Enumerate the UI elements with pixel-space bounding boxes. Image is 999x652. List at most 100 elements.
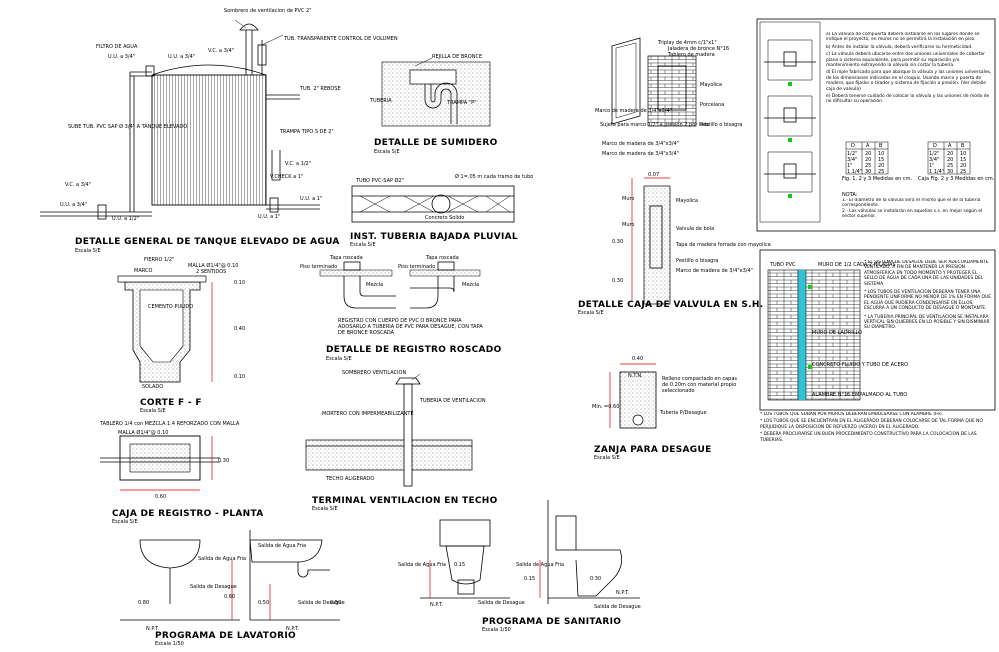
registro-planta-label: MALLA Ø1/4"@ 0.10 <box>118 429 168 436</box>
valve-table-1: D A B 1/2" 20 10 3/4" 20 15 1" 25 20 1 1… <box>842 141 913 182</box>
caja-valvula-title: DETALLE CAJA DE VALVULA EN S.H. <box>578 300 763 310</box>
sumidero-detail: REJILLA DE BRONCE TUBERIA TRAMPA "P" DET… <box>369 54 497 155</box>
lavatorio-dim: 0.50 <box>330 600 341 606</box>
table-cell: 20 <box>960 163 966 169</box>
caja-valvula-dim: 0.07 <box>648 172 659 178</box>
table-caption: Fig. 1, 2 y 3 Medidas en cm. <box>842 176 913 182</box>
registro-planta-dim: 0.60 <box>155 494 166 500</box>
pluvial-label: Concreto Solido <box>425 215 464 221</box>
corte-label: MARCO <box>134 268 152 274</box>
vent-label: TUBO PVC <box>769 262 796 268</box>
tank-title: DETALLE GENERAL DE TANQUE ELEVADO DE AGU… <box>75 237 340 247</box>
valve-notes-text: a) La válvula de compuerta deberá instal… <box>826 32 991 104</box>
table-cell: 30 <box>947 169 953 175</box>
table-cell: 30 <box>865 169 871 175</box>
tank-label: U.U. a 3/4" <box>168 54 195 60</box>
valve-fig-1 <box>764 39 816 86</box>
zanja-dim: 0.40 <box>632 356 643 362</box>
table-header: D <box>933 143 937 149</box>
tank-scale: Escala S/E <box>75 248 101 254</box>
caja-valvula-label: Pestillo o bisagra <box>700 122 742 128</box>
caja-valvula-label: Tapa de madera forrada con mayolica <box>675 242 771 248</box>
pluvial-title: INST. TUBERIA BAJADA PLUVIAL <box>350 232 518 242</box>
corte-label: FIERRO 1/2" <box>144 257 174 263</box>
tank-label: V.C. a 3/4" <box>65 182 91 188</box>
table-cell: 3/4" <box>929 157 939 163</box>
tank-label: FILTRO DE AGUA <box>96 44 138 50</box>
table-cell: 1/2" <box>929 151 939 157</box>
lavatorio-dim: 0.60 <box>224 594 235 600</box>
sanitario-label: N.P.T. <box>616 590 630 596</box>
valve-notes-panel: a) La válvula de compuerta deberá instal… <box>756 18 996 232</box>
tank-label: V.C. a 1/2" <box>285 161 311 167</box>
caja-valvula-label: Marco de madera de 3/4"x3/4" <box>595 108 672 114</box>
table-cell: 1 1/4" <box>929 169 944 175</box>
table-cell: 1 1/4" <box>847 169 862 175</box>
corte-dim: 0.10 <box>234 374 245 380</box>
lavatorio-label: Salida de Desague <box>298 600 345 606</box>
table-header: B <box>879 143 883 149</box>
roscado-label: Piso terminado <box>300 264 337 270</box>
roscado-title: DETALLE DE REGISTRO ROSCADO <box>326 345 502 355</box>
tank-label: TUB. TRANSPARENTE CONTROL DE VOLUMEN <box>283 36 398 42</box>
table-cell: 1" <box>847 163 852 169</box>
lavatorio-title: PROGRAMA DE LAVATORIO <box>155 631 296 641</box>
roscado-label: Mezcla <box>366 282 383 288</box>
valve-nota-title: NOTA: <box>842 192 858 198</box>
sanitario-title: PROGRAMA DE SANITARIO <box>482 617 621 627</box>
table-cell: 1/2" <box>847 151 857 157</box>
table-caption: Caja Fig. 2 y 3 Medidas en cm. <box>918 176 995 182</box>
table-header: A <box>948 143 952 149</box>
registro-planta-scale: Escala S/E <box>112 519 138 525</box>
table-cell: 20 <box>865 151 871 157</box>
registro-planta-label: TABLERO 1/4 con MEZCLA 1:4 REFORZADO CON… <box>99 421 240 427</box>
table-cell: 3/4" <box>847 157 857 163</box>
corte-label: SOLADO <box>142 384 163 390</box>
registro-planta-dim: 0.30 <box>218 458 229 464</box>
table-cell: 20 <box>865 157 871 163</box>
tank-body <box>151 74 267 206</box>
table-cell: 20 <box>947 157 953 163</box>
caja-valvula-dim: 0.30 <box>612 239 623 245</box>
caja-valvula-scale: Escala S/E <box>578 310 604 316</box>
sanitario-dim: 0.15 <box>454 562 465 568</box>
zanja-title: ZANJA PARA DESAGUE <box>594 445 712 455</box>
sumidero-scale: Escala S/E <box>374 149 400 155</box>
terminal-label: MORTERO CON IMPERMEABILIZANTE <box>322 411 414 417</box>
table-cell: 10 <box>878 151 884 157</box>
vent-notes-panel: TUBO PVC MURO DE 1/2 CADA 2 HILADAS MURO… <box>759 249 996 443</box>
table-header: B <box>961 143 965 149</box>
terminal-scale: Escala S/E <box>312 506 338 512</box>
zanja-scale: Escala S/E <box>594 455 620 461</box>
tank-label: SUBE TUB. PVC SAP Ø 3/4" A TANQUE ELEVAD… <box>68 123 187 130</box>
valve-table-2: D A B 1/2" 20 10 3/4" 20 15 1" 25 20 1 1… <box>918 141 995 182</box>
tank-detail: Sombrero de ventilacion de PVC 2" TUB. T… <box>40 8 398 254</box>
caja-valvula-label: Mayolica <box>700 82 722 88</box>
sanitario-detail: Salida de Agua Fria Salida de Desague Sa… <box>398 500 641 633</box>
zanja-label: Tuberia P/Desague <box>659 410 707 416</box>
caja-valvula-label: Triplay de 4mm c/1"x1" <box>657 40 717 46</box>
tank-roof <box>151 64 267 76</box>
tank-label: U.U. a 3/4" <box>60 202 87 208</box>
corte-dim: 0.40 <box>234 326 245 332</box>
lavatorio-label: Salida de Desague <box>190 584 237 590</box>
table-cell: 15 <box>878 157 884 163</box>
table-cell: 10 <box>960 151 966 157</box>
caja-valvula-label: Pestillo o bisagra <box>676 258 718 264</box>
lavatorio-dim: 0.50 <box>258 600 269 606</box>
sanitario-dim: 0.30 <box>590 576 601 582</box>
table-cell: 25 <box>865 163 871 169</box>
sumidero-label: TUBERIA <box>369 98 392 104</box>
caja-valvula-label: Sujeta para marco 1/2" a presión 2 por l… <box>600 121 710 128</box>
table-cell: 25 <box>960 169 966 175</box>
tank-label: U.U. a 3/4" <box>108 54 135 60</box>
roscado-label: Tapa roscada <box>329 255 363 261</box>
corte-detail: FIERRO 1/2" MALLA Ø1/4"@ 0.10 MARCO 2 SE… <box>117 257 245 414</box>
table-header: D <box>851 143 855 149</box>
sanitario-label: Salida de Agua Fria <box>398 562 446 568</box>
tank-label: Sombrero de ventilacion de PVC 2" <box>224 8 312 14</box>
tank-label: V.CHECK a 1" <box>270 174 303 180</box>
terminal-label: TECHO ALIGERADO <box>325 476 374 482</box>
valve-fig-3 <box>764 151 816 198</box>
caja-valvula-label: Muro <box>622 196 635 202</box>
